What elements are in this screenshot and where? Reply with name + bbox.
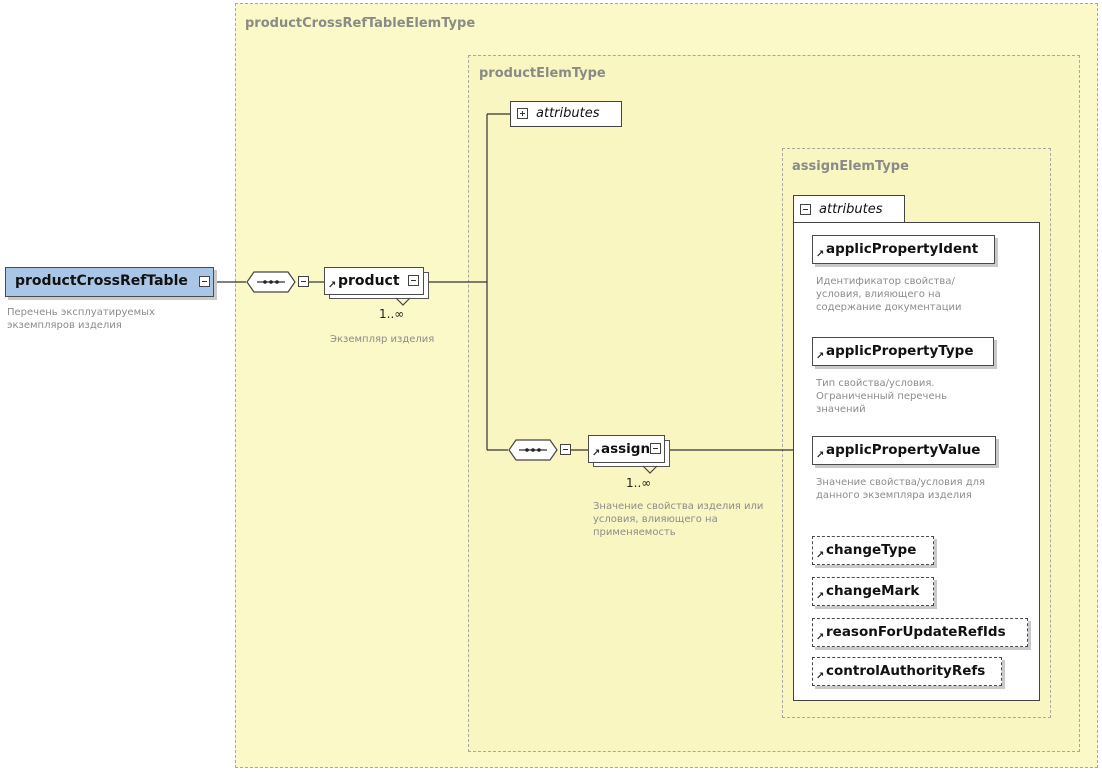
arrow-icon: ↗ [816,351,825,362]
product-element[interactable]: ↗ product [324,267,424,295]
chevron-down-icon [395,297,411,306]
product-cardinality: 1..∞ [379,307,405,321]
arrow-icon: ↗ [592,448,601,459]
arrow-icon: ↗ [816,450,825,461]
attribute-label: applicPropertyValue [826,442,981,458]
minus-icon[interactable] [800,204,811,215]
root-element-productCrossRefTable[interactable]: productCrossRefTable [5,267,214,297]
collapse-icon[interactable] [560,444,571,455]
arrow-icon: ↗ [816,591,825,602]
product-attributes-group[interactable]: attributes [510,101,622,127]
assign-element-label: assign [601,441,651,457]
chevron-down-icon [642,465,658,474]
collapse-icon[interactable] [199,276,210,287]
attribute-description: Идентификатор свойства/ условия, влияюще… [816,276,962,313]
type-title: assignElemType [792,159,909,174]
attribute-changeType[interactable]: ↗ changeType [812,536,934,565]
collapse-icon[interactable] [408,275,419,286]
collapse-icon[interactable] [298,276,309,287]
arrow-icon: ↗ [816,249,825,260]
attribute-changeMark[interactable]: ↗ changeMark [812,577,934,606]
assign-element[interactable]: ↗ assign [588,435,665,463]
attribute-description: Значение свойства/условия для данного эк… [816,477,986,501]
arrow-icon: ↗ [816,632,825,643]
attribute-reasonForUpdateRefIds[interactable]: ↗ reasonForUpdateRefIds [812,618,1028,647]
product-description: Экземпляр изделия [330,334,435,345]
arrow-icon: ↗ [328,280,337,291]
sequence-compositor-icon[interactable] [508,439,558,461]
attribute-label: applicPropertyIdent [826,241,979,257]
arrow-icon: ↗ [816,671,825,682]
assign-description: Значение свойства изделия или условия, в… [593,501,764,538]
attribute-label: reasonForUpdateRefIds [826,624,1006,640]
type-title: productCrossRefTableElemType [245,16,476,31]
attribute-label: changeType [826,542,917,558]
attribute-label: changeMark [826,583,920,599]
attribute-applicPropertyValue[interactable]: ↗ applicPropertyValue [812,436,996,465]
assign-attributes-tab[interactable]: attributes [793,195,905,223]
root-description: Перечень эксплуатируемых экземпляров изд… [7,307,155,331]
collapse-icon[interactable] [650,443,661,454]
attribute-label: applicPropertyType [826,343,974,359]
attribute-description: Тип свойства/условия. Ограниченный переч… [816,378,948,415]
sequence-compositor-icon[interactable] [246,271,296,293]
arrow-icon: ↗ [816,550,825,561]
attribute-controlAuthorityRefs[interactable]: ↗ controlAuthorityRefs [812,657,1002,686]
root-element-label: productCrossRefTable [15,273,188,289]
type-title: productElemType [479,66,606,81]
plus-icon[interactable] [517,108,528,119]
attributes-label: attributes [819,202,883,217]
product-element-label: product [338,273,400,289]
attribute-applicPropertyIdent[interactable]: ↗ applicPropertyIdent [812,235,995,264]
assign-cardinality: 1..∞ [626,476,652,490]
attribute-applicPropertyType[interactable]: ↗ applicPropertyType [812,337,994,366]
attributes-label: attributes [536,106,600,121]
attribute-label: controlAuthorityRefs [826,663,986,679]
